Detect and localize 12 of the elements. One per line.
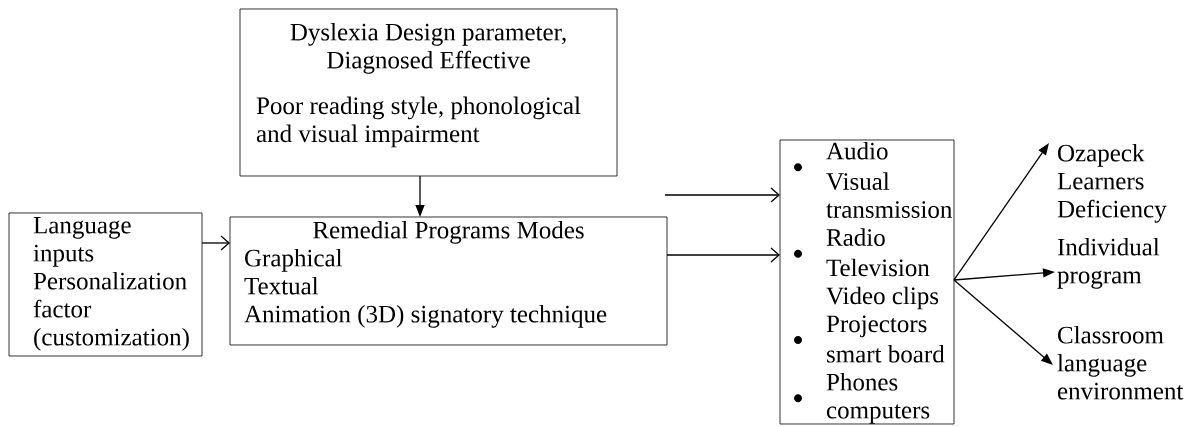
arrow xyxy=(201,235,230,251)
parameter-box: Dyslexia Design parameter, Diagnosed Effective Poor reading style, phonological and visual impairment xyxy=(239,8,618,177)
outcome-text: Classroom language environment xyxy=(1057,326,1184,400)
input-box: Language inputs Personalization factor (customization) xyxy=(8,212,203,357)
arrow xyxy=(666,247,780,263)
arrow xyxy=(953,143,1049,281)
media-list-box: Audio Visual transmission Radio Television Video clips Projectors smart board Phones computers xyxy=(779,139,955,425)
program-box: Remedial Programs Modes Graphical Textual Animation (3D) signatory technique xyxy=(229,216,668,346)
outcome-text: Ozapeck Learners Deficiency xyxy=(1057,144,1167,223)
arrow xyxy=(953,279,1053,365)
outcome-text: Individual program xyxy=(1057,238,1160,289)
arrow xyxy=(664,187,780,203)
